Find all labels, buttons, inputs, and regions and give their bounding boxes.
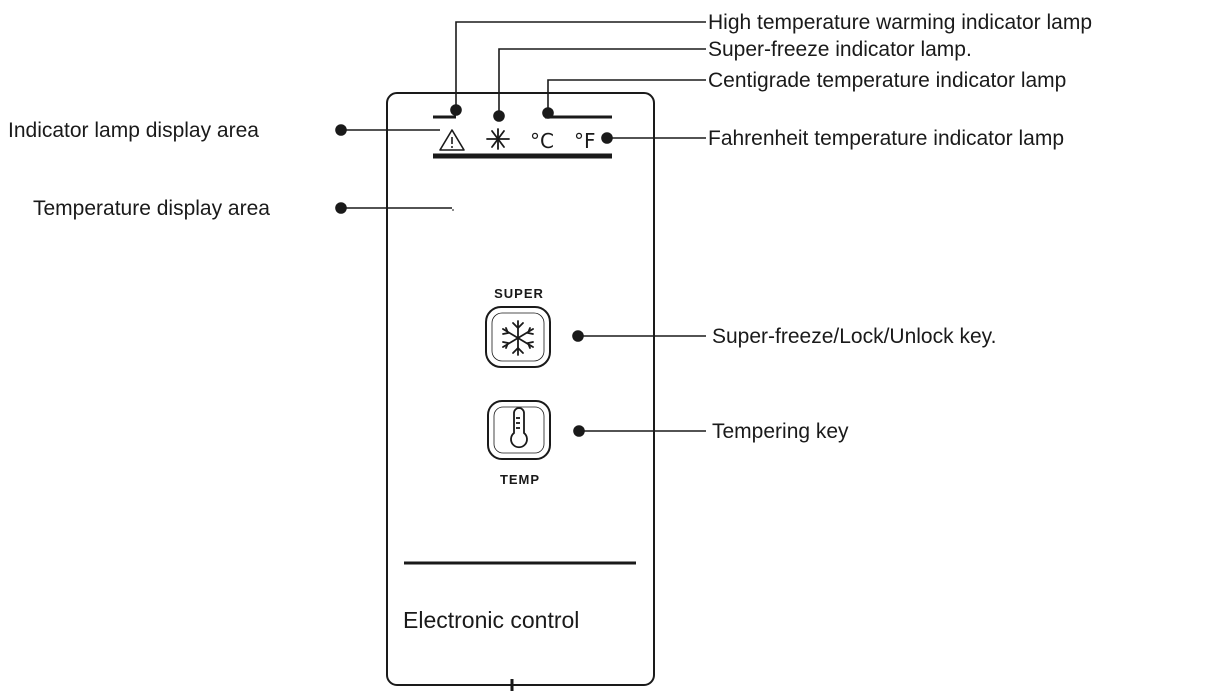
snowflake-icon bbox=[502, 320, 534, 356]
temp-key-label: TEMP bbox=[500, 472, 540, 487]
snowflake-lamp-icon bbox=[486, 128, 510, 150]
callout-super-key: Super-freeze/Lock/Unlock key. bbox=[712, 325, 996, 348]
callout-tempering-key: Tempering key bbox=[712, 420, 849, 443]
thermometer-icon bbox=[510, 407, 528, 449]
callout-high-temp-lamp: High temperature warming indicator lamp bbox=[708, 11, 1092, 34]
tempering-key[interactable] bbox=[487, 400, 551, 460]
electronic-control-label: Electronic control bbox=[403, 607, 579, 633]
callout-indicator-area: Indicator lamp display area bbox=[8, 119, 259, 142]
fahrenheit-lamp-label: °F bbox=[574, 129, 596, 153]
celsius-lamp-label: °C bbox=[530, 129, 554, 153]
callout-fahrenheit-lamp: Fahrenheit temperature indicator lamp bbox=[708, 127, 1064, 150]
callout-temperature-area: Temperature display area bbox=[33, 197, 270, 220]
super-key-label: SUPER bbox=[494, 286, 544, 301]
warning-triangle-icon bbox=[439, 129, 465, 151]
control-panel bbox=[386, 92, 655, 686]
callout-centigrade-lamp: Centigrade temperature indicator lamp bbox=[708, 69, 1066, 92]
callout-leaders bbox=[335, 21, 706, 437]
indicator-lamp-strip bbox=[433, 115, 612, 159]
callout-super-freeze-lamp: Super-freeze indicator lamp. bbox=[708, 38, 972, 61]
super-freeze-key[interactable] bbox=[485, 306, 551, 368]
